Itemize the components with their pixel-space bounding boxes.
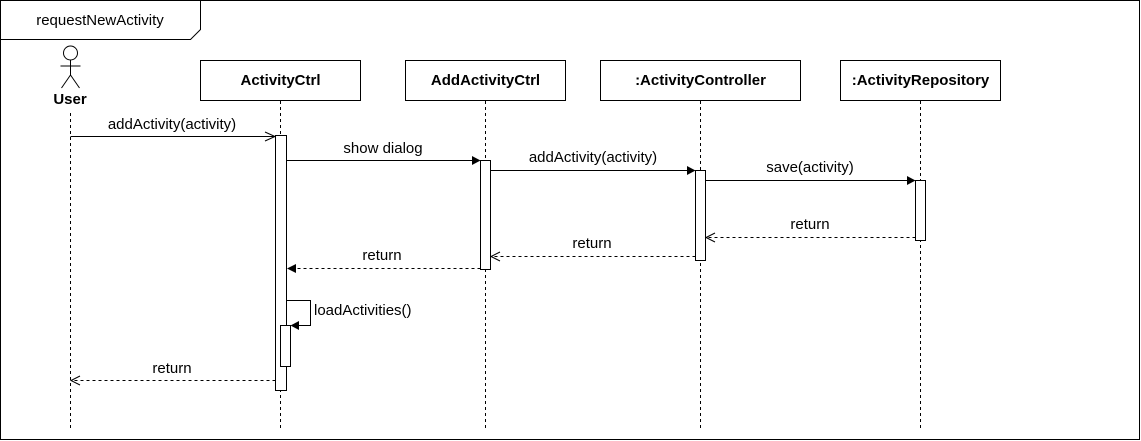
- message-add-activity-controller: addActivity(activity): [490, 149, 696, 175]
- actor-left-leg-icon: [61, 74, 71, 89]
- message-load-activities: loadActivities(): [286, 300, 412, 330]
- frame-title-tab: [0, 0, 201, 40]
- participant-box-activityctrl: [200, 60, 361, 101]
- message-label: loadActivities(): [314, 302, 412, 319]
- message-return-controller: return: [489, 235, 696, 262]
- message-return-repository: return: [704, 216, 916, 243]
- message-label: addActivity(activity): [108, 116, 236, 133]
- message-label: save(activity): [766, 159, 854, 176]
- activation-activityctrl: [275, 135, 287, 391]
- filled-arrowhead-icon: [287, 264, 296, 273]
- activation-activityctrl-nested: [280, 325, 291, 367]
- actor-user: User: [53, 45, 87, 108]
- filled-arrowhead-icon: [290, 321, 299, 330]
- participant-label-activitycontroller: :ActivityController: [635, 72, 766, 89]
- activation-addactivityctrl: [480, 160, 491, 270]
- participant-label-activityctrl: ActivityCtrl: [240, 72, 320, 89]
- open-arrowhead-icon: [704, 232, 716, 243]
- message-return-addactivityctrl: return: [287, 247, 481, 273]
- open-arrowhead-icon: [264, 131, 277, 142]
- message-save-activity: save(activity): [705, 159, 916, 185]
- message-add-activity-user: addActivity(activity): [70, 116, 277, 142]
- participant-label-activityrepository: :ActivityRepository: [852, 72, 990, 89]
- message-label: return: [152, 360, 191, 377]
- message-return-user: return: [69, 360, 276, 386]
- message-label: show dialog: [343, 140, 422, 157]
- participant-box-activityrepository: [840, 60, 1001, 101]
- filled-arrowhead-icon: [687, 166, 696, 175]
- activation-activityrepository: [915, 180, 926, 241]
- message-show-dialog: show dialog: [286, 140, 481, 165]
- participant-label-addactivityctrl: AddActivityCtrl: [431, 72, 540, 89]
- open-arrowhead-icon: [69, 375, 81, 386]
- actor-right-leg-icon: [70, 74, 80, 89]
- message-label: return: [572, 235, 611, 252]
- activation-activitycontroller: [695, 170, 706, 261]
- message-label: return: [362, 247, 401, 264]
- message-line: [286, 300, 311, 326]
- open-arrowhead-icon: [489, 251, 501, 262]
- participant-box-addactivityctrl: [405, 60, 566, 101]
- filled-arrowhead-icon: [472, 156, 481, 165]
- participant-box-activitycontroller: [600, 60, 801, 101]
- participant-label-user: User: [53, 91, 87, 108]
- filled-arrowhead-icon: [907, 176, 916, 185]
- message-label: return: [790, 216, 829, 233]
- message-label: addActivity(activity): [529, 149, 657, 166]
- frame-title: requestNewActivity: [36, 12, 164, 29]
